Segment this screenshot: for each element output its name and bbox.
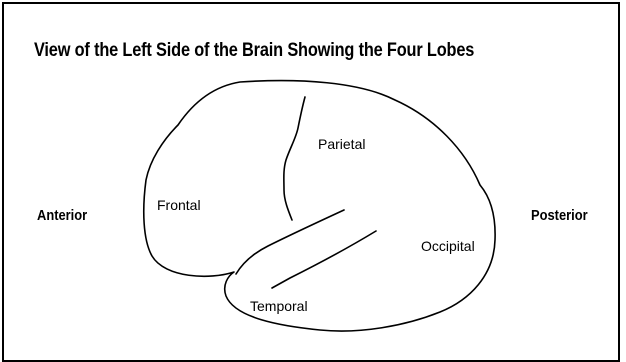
- lateral-sulcus-lower: [272, 231, 376, 288]
- brain-diagram: Frontal Parietal Occipital Temporal: [0, 0, 626, 354]
- frontal-label: Frontal: [157, 197, 201, 213]
- central-sulcus: [284, 97, 305, 220]
- occipital-label: Occipital: [421, 238, 475, 254]
- temporal-label: Temporal: [250, 298, 308, 314]
- lateral-sulcus-upper: [236, 210, 344, 274]
- parietal-label: Parietal: [318, 136, 365, 152]
